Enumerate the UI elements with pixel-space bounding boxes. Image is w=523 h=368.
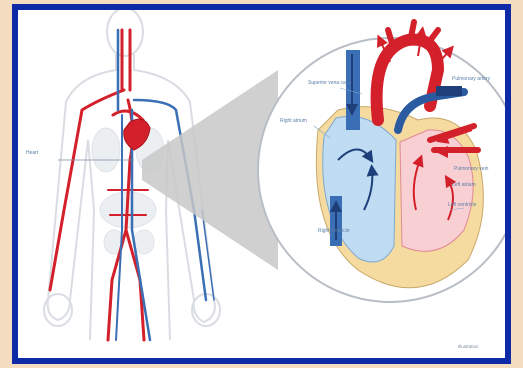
label-right-atrium: Right atrium xyxy=(280,118,307,124)
label-pulmonary-artery: Pulmonary artery xyxy=(452,76,491,82)
credit-text: Illustration xyxy=(458,344,479,349)
heart-callout-label: Heart xyxy=(26,150,39,156)
arteries xyxy=(50,30,148,340)
circulatory-system-diagram: Heart xyxy=(18,10,505,358)
label-left-atrium: Left atrium xyxy=(452,182,476,188)
label-left-ventricle: Left ventricle xyxy=(448,202,477,208)
label-right-ventricle: Right ventricle xyxy=(318,228,350,234)
label-pulmonary-vein: Pulmonary vein xyxy=(454,166,489,172)
label-superior-vena-cava: Superior vena cava xyxy=(308,80,351,86)
diagram-frame: Heart xyxy=(12,4,511,364)
pulmonary-artery-branch xyxy=(436,86,462,96)
